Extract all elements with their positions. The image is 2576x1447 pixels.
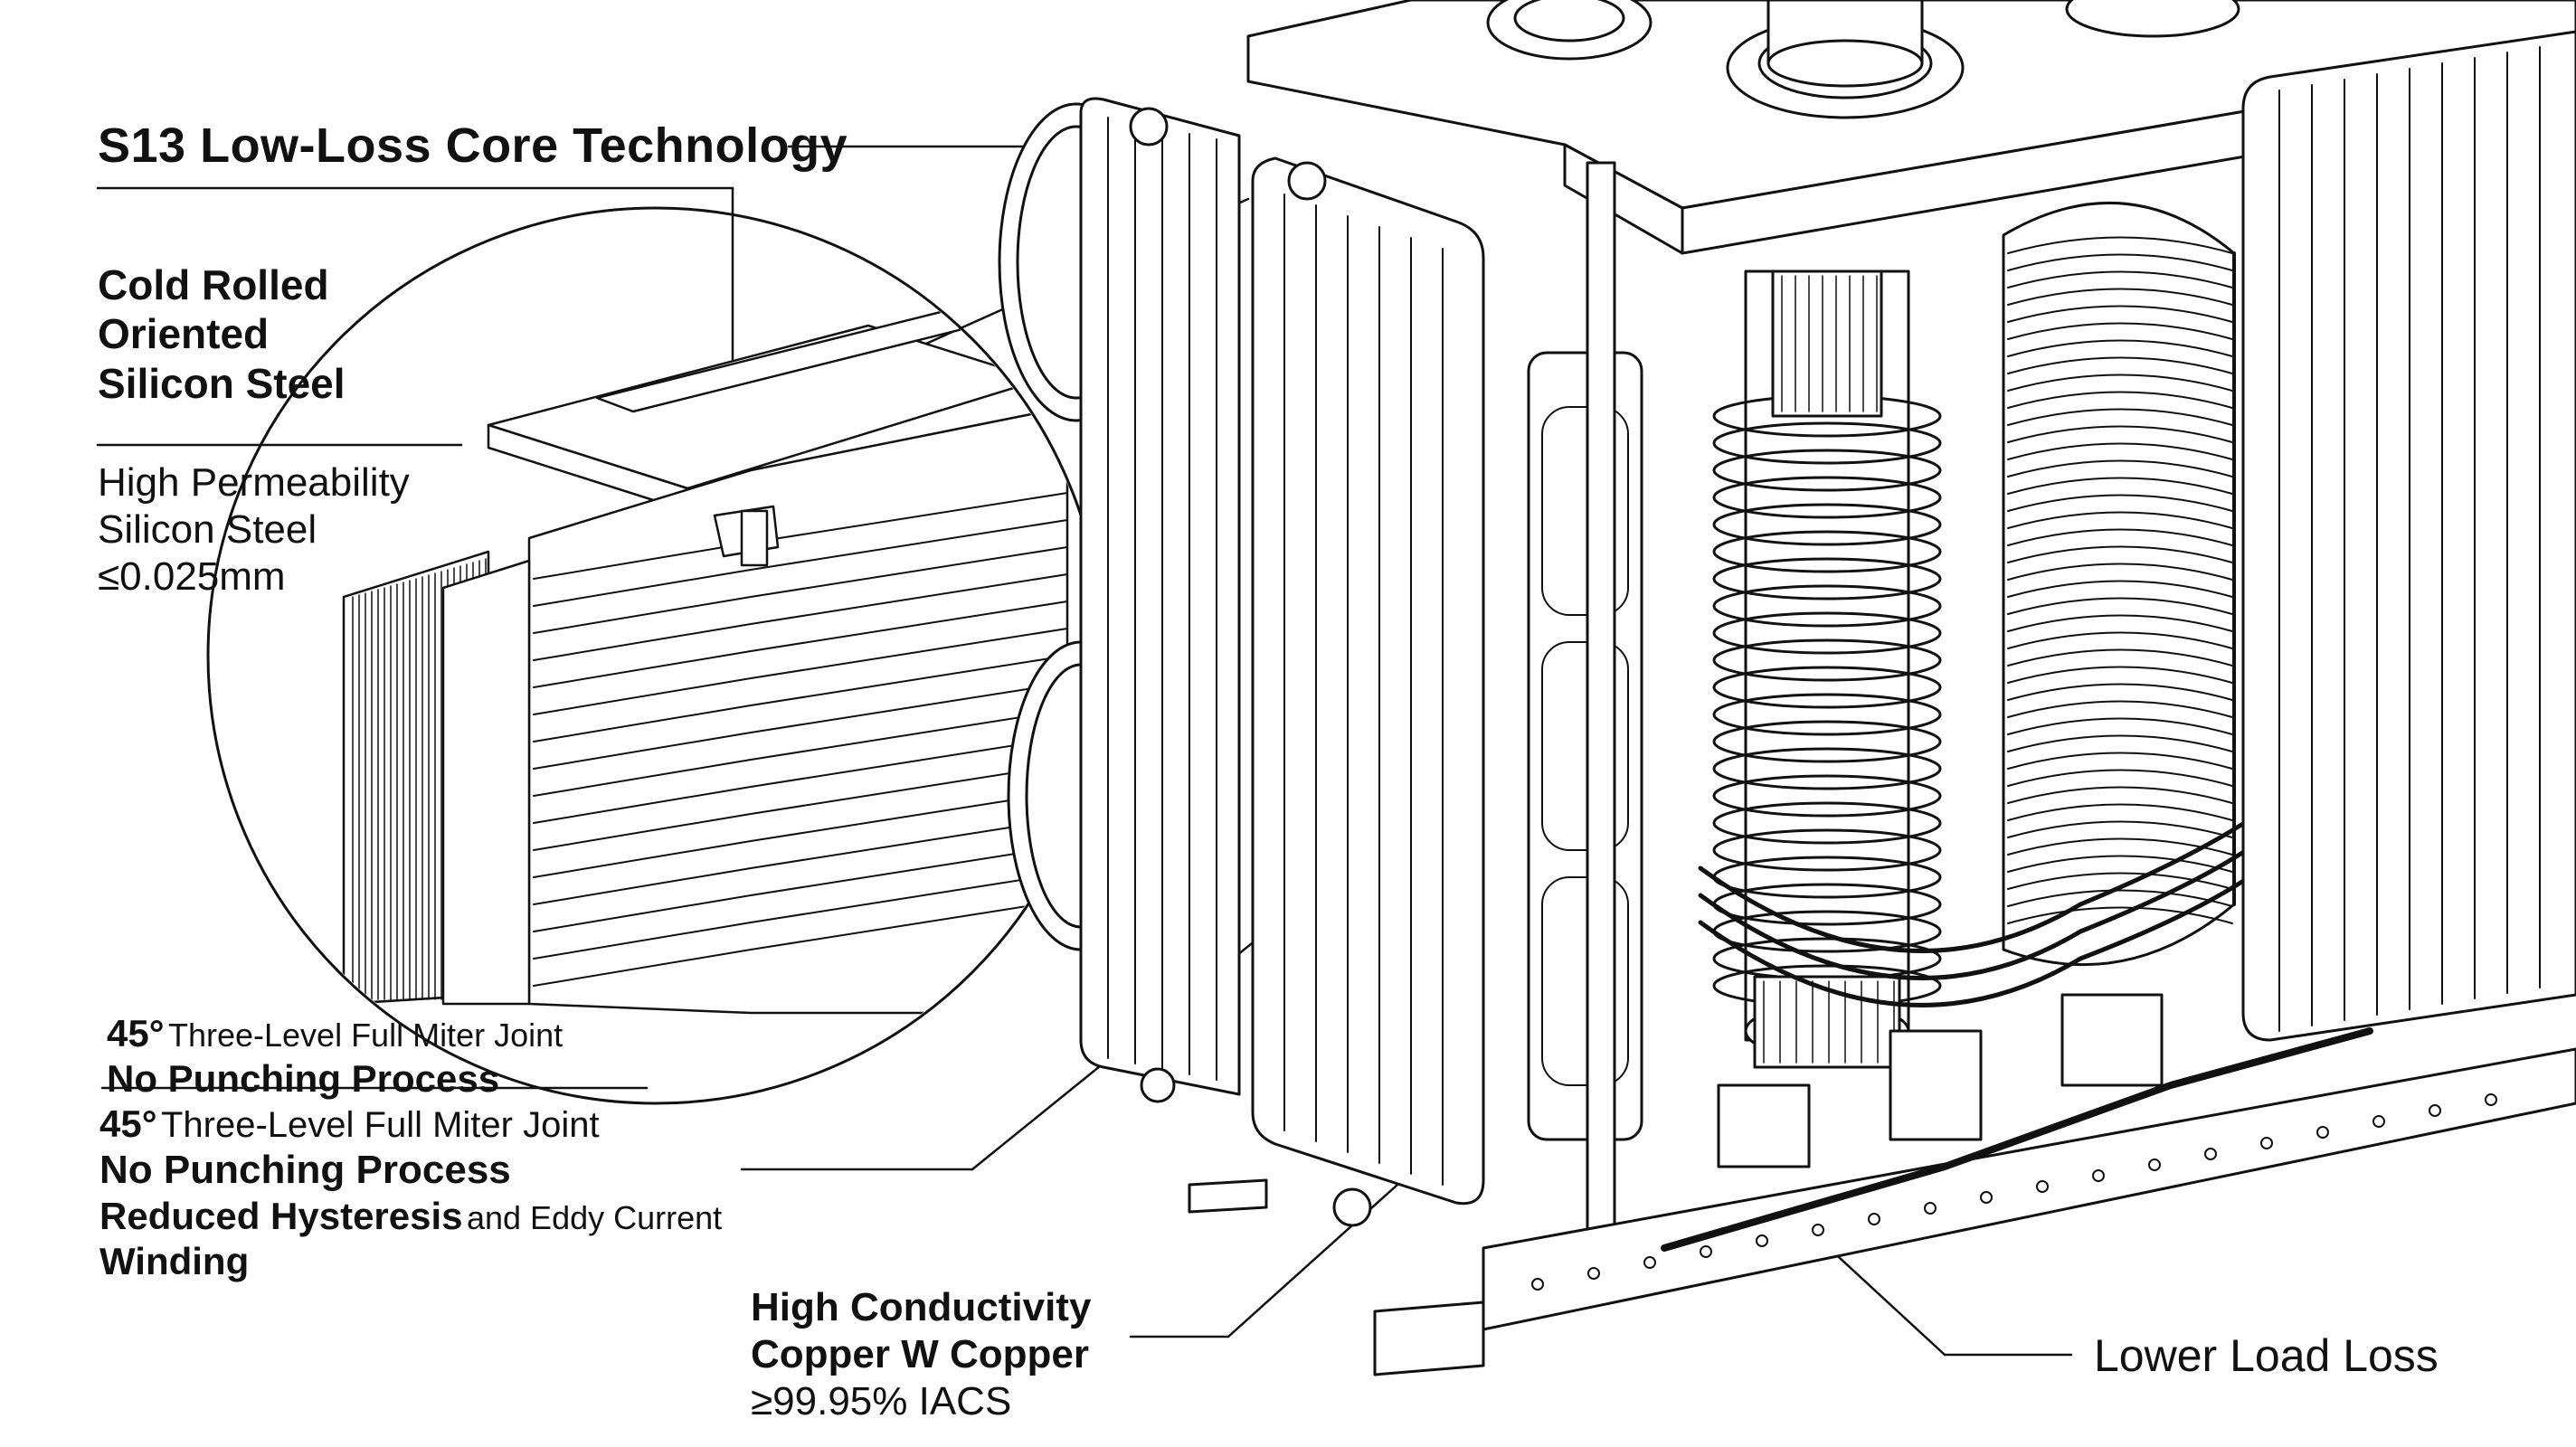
permeability-line-3: ≤0.025mm <box>98 553 286 599</box>
core-technology-label: S13 Low-Loss Core Technology <box>98 118 848 173</box>
miter-b-eddy: and Eddy Current <box>466 1199 723 1237</box>
miter-b-hysteresis: Reduced Hysteresis <box>99 1195 463 1238</box>
cold-rolled-line-2: Oriented <box>98 310 270 358</box>
permeability-line-1: High Permeability <box>98 460 410 505</box>
miter-b-angle: 45° <box>99 1102 157 1145</box>
transformer-body <box>998 0 2576 1376</box>
miter-joint-label-a: 45° Three-Level Full Miter Joint No Punc… <box>107 1011 563 1101</box>
miter-b-winding: Winding <box>99 1239 250 1282</box>
load-loss-label: Lower Load Loss <box>2094 1330 2439 1381</box>
conductivity-line-2: Copper W Copper <box>751 1331 1089 1376</box>
miter-joint-label-b: 45° Three-Level Full Miter Joint No Punc… <box>99 1102 722 1283</box>
permeability-line-2: Silicon Steel <box>98 506 317 552</box>
miter-b-text: Three-Level Full Miter Joint <box>160 1105 600 1145</box>
permeability-label: High Permeability Silicon Steel ≤0.025mm <box>98 459 410 601</box>
miter-a-text: Three-Level Full Miter Joint <box>167 1017 564 1054</box>
miter-b-process: No Punching Process <box>99 1148 511 1193</box>
conductivity-label: High Conductivity Copper W Copper ≥99.95… <box>751 1284 1091 1425</box>
miter-a-process: No Punching Process <box>107 1056 500 1100</box>
conductivity-line-3: ≥99.95% IACS <box>751 1378 1012 1423</box>
cold-rolled-label: Cold Rolled Oriented Silicon Steel <box>98 260 346 408</box>
cold-rolled-line-3: Silicon Steel <box>98 359 346 407</box>
conductivity-line-1: High Conductivity <box>751 1285 1092 1329</box>
cold-rolled-line-1: Cold Rolled <box>98 261 329 308</box>
miter-a-angle: 45° <box>107 1012 165 1055</box>
